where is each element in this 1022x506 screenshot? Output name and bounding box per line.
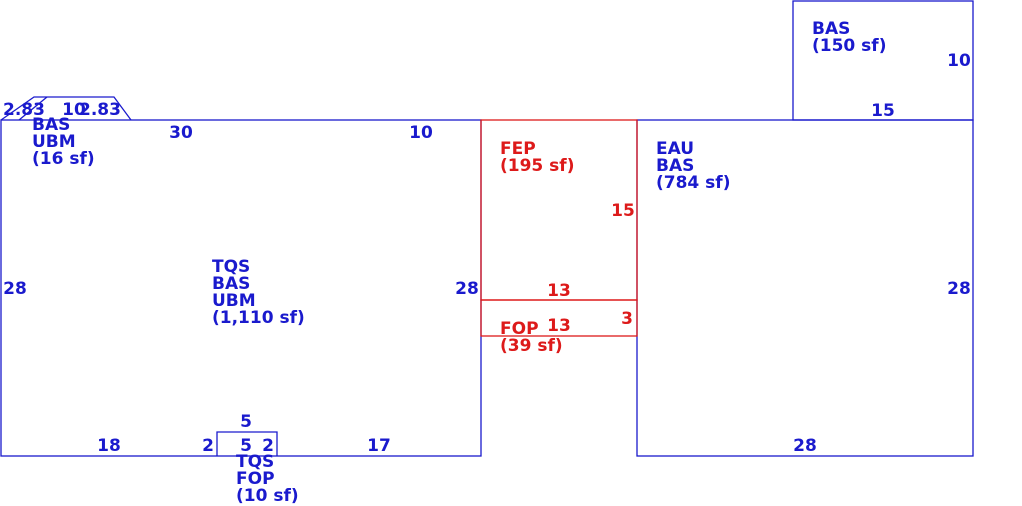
- main-code-3: UBM: [212, 291, 256, 311]
- eau-area: (784 sf): [656, 173, 730, 193]
- main-area: (1,110 sf): [212, 308, 305, 328]
- fop-bottom-code-1: TQS: [236, 452, 274, 472]
- dim-fop-bottom-top: 5: [240, 412, 252, 432]
- bas-top-area: (150 sf): [812, 36, 886, 56]
- fep-area: (195 sf): [500, 156, 574, 176]
- dim-main-right: 28: [455, 279, 479, 299]
- fop-bottom-code-2: FOP: [236, 469, 275, 489]
- dim-fop-bottom-left: 2: [202, 436, 214, 456]
- dim-fep-right: 15: [611, 201, 635, 221]
- eau-code-2: BAS: [656, 156, 694, 176]
- dim-eau-bottom: 28: [793, 436, 817, 456]
- dim-fep-bottom: 13: [547, 281, 571, 301]
- dim-bas-top-base: 15: [871, 101, 895, 121]
- bay-window-divider: [18, 96, 48, 121]
- dim-bay-left: 2.83: [3, 100, 45, 120]
- fop-mid-area: (39 sf): [500, 336, 563, 356]
- bay-window-outline: [0, 96, 132, 121]
- dim-main-top-right: 10: [409, 123, 433, 143]
- bas-top-code: BAS: [812, 19, 850, 39]
- dim-main-bottom-left: 18: [97, 436, 121, 456]
- dim-fop-bottom-base: 5: [240, 436, 252, 456]
- dim-main-top: 30: [169, 123, 193, 143]
- dim-main-bottom-right: 17: [367, 436, 391, 456]
- small-ubm-area: (16 sf): [32, 149, 95, 169]
- dim-main-left: 28: [3, 279, 27, 299]
- small-ubm-code-1: BAS: [32, 115, 70, 135]
- fep-code: FEP: [500, 139, 536, 159]
- dim-bay-mid: 10: [62, 100, 86, 120]
- main-code-1: TQS: [212, 257, 250, 277]
- eau-code-1: EAU: [656, 139, 694, 159]
- fop-mid-code: FOP: [500, 319, 539, 339]
- dim-bay-right: 2.83: [79, 100, 121, 120]
- dim-fop-mid-top: 13: [547, 316, 571, 336]
- dim-eau-right: 28: [947, 279, 971, 299]
- dim-fop-mid-right: 3: [621, 309, 633, 329]
- fop-mid-outline: [480, 299, 638, 337]
- main-code-2: BAS: [212, 274, 250, 294]
- dim-bas-top-side: 10: [947, 51, 971, 71]
- bottom-fop-outline: [216, 431, 278, 456]
- small-ubm-code-2: UBM: [32, 132, 76, 152]
- dim-fop-bottom-right: 2: [262, 436, 274, 456]
- fop-bottom-area: (10 sf): [236, 486, 299, 506]
- bas-top-outline: [792, 0, 974, 121]
